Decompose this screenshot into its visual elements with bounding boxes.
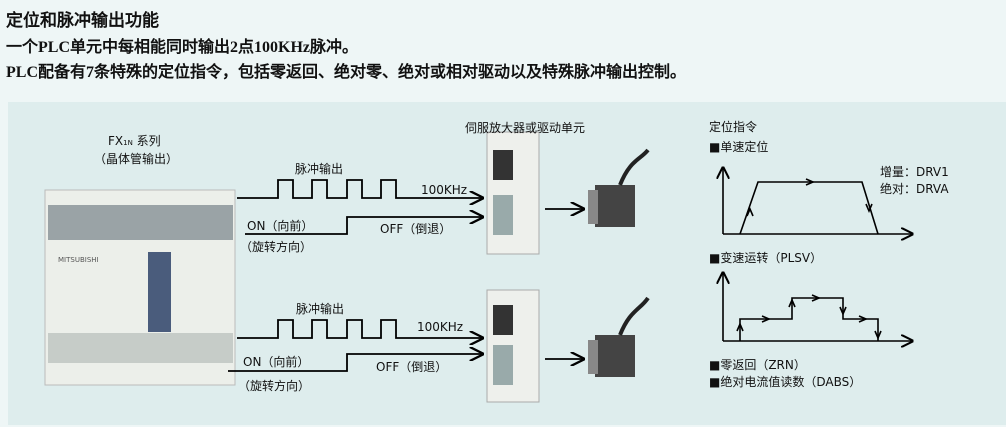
direction-label-1: （旋转方向） [240, 240, 313, 254]
direction-label-2: （旋转方向） [238, 379, 311, 393]
on-label-2: ON（向前） [243, 355, 310, 369]
freq-label-2: 100KHz [417, 320, 464, 334]
variable-speed-profile [739, 297, 879, 341]
direction-signal-2 [228, 354, 482, 372]
pulse-wave-1 [237, 179, 482, 198]
intro-line-2: PLC配备有7条特殊的定位指令，包括零返回、绝对零、绝对或相对驱动以及特殊脉冲输… [6, 64, 687, 81]
abs-read-label: ■绝对电流值读数（DABS） [709, 375, 862, 389]
pulse-label-2: 脉冲输出 [296, 302, 345, 316]
servo-drive-1 [486, 131, 540, 255]
single-speed-profile [739, 181, 879, 235]
intro-line-1: 一个PLC单元中每相能同时输出2点100KHz脉冲。 [6, 39, 358, 56]
single-speed-label: ■单速定位 [709, 140, 769, 154]
pulse-label-1: 脉冲输出 [295, 162, 344, 176]
instructions-heading: 定位指令 [709, 120, 758, 134]
pulse-wave-2 [237, 319, 482, 338]
absolute-label: 绝对：DRVA [880, 182, 949, 196]
direction-signal-1 [245, 217, 482, 235]
plc-series-label: FX1N 系列 [108, 134, 161, 148]
off-label-2: OFF（倒退） [376, 360, 448, 374]
off-label-1: OFF（倒退） [380, 222, 452, 236]
plc-unit-image: MITSUBISHI [44, 189, 236, 386]
plc-output-type: （晶体管输出） [94, 152, 179, 166]
servo-motor-2 [588, 296, 650, 377]
variable-speed-label: ■变速运转（PLSV） [709, 251, 823, 265]
section-title: 定位和脉冲输出功能 [6, 11, 159, 31]
servo-motor-1 [588, 148, 650, 227]
on-label-1: ON（向前） [247, 219, 314, 233]
incremental-label: 增量：DRV1 [880, 165, 949, 179]
servo-drive-2 [486, 289, 540, 403]
drive-label: 伺服放大器或驱动单元 [465, 121, 586, 135]
freq-label-1: 100KHz [421, 183, 468, 197]
zero-return-label: ■零返回（ZRN） [709, 358, 806, 372]
svg-text:MITSUBISHI: MITSUBISHI [58, 256, 99, 264]
